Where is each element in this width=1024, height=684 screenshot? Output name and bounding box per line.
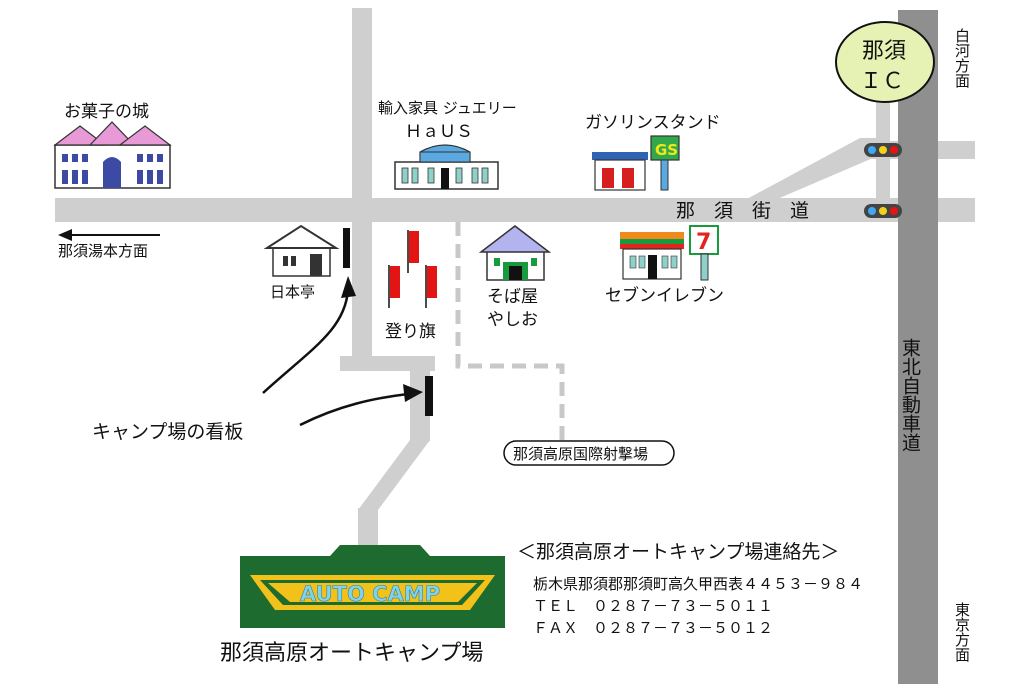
haus-label-line2: ＨａＵＳ xyxy=(405,122,473,142)
haus-label-line1: 輸入家具 ジュエリー xyxy=(378,99,517,117)
nasu-ic-marker xyxy=(835,21,935,103)
seven-eleven-store-icon xyxy=(620,225,719,281)
tohoku-expressway xyxy=(898,10,938,684)
seven-logo-text: 7 xyxy=(696,230,711,255)
nasu-ic-line2: ＩＣ xyxy=(860,69,904,94)
dashed-path-shageki xyxy=(455,222,565,445)
yumoto-arrow xyxy=(58,229,160,241)
tokyo-label: 東京方面 xyxy=(953,602,971,662)
nihontei-house-icon xyxy=(263,224,340,277)
okashi-castle-icon xyxy=(53,121,172,189)
north-road xyxy=(352,8,372,363)
nasu-kaido-label: 那 須 街 道 xyxy=(676,200,809,222)
soba-label-line1: そば屋 xyxy=(487,287,538,307)
tohoku-label: 東北自動車道 xyxy=(899,338,921,452)
yumoto-label: 那須湯本方面 xyxy=(58,242,148,260)
contact-fax: ＦＡＸ ０２８７－７３－５０１２ xyxy=(533,619,773,637)
nobori-label: 登り旗 xyxy=(385,322,436,342)
nasu-kaido-road xyxy=(55,198,975,222)
shageki-badge xyxy=(503,440,675,466)
haus-building-icon xyxy=(394,144,499,190)
shageki-label: 那須高原国際射撃場 xyxy=(513,445,648,463)
gas-station-icon xyxy=(592,135,680,191)
camp-name: 那須高原オートキャンプ場 xyxy=(220,641,483,666)
contact-address: 栃木県那須郡那須町高久甲西表４４５３－９８４ xyxy=(533,575,863,593)
camp-connector-road xyxy=(340,356,435,371)
camp-access-road-bend xyxy=(358,440,430,510)
camp-sign-marker xyxy=(425,376,433,416)
camp-access-road-end xyxy=(358,508,378,548)
auto-camp-text: AUTO CAMP xyxy=(300,582,440,606)
soba-house-icon xyxy=(478,225,552,281)
arrow-to-camp-sign xyxy=(299,392,409,427)
arrow-head-upper xyxy=(341,276,356,298)
gas-label: ガソリンスタンド xyxy=(585,113,721,133)
okashi-label: お菓子の城 xyxy=(64,102,149,122)
arrow-head-lower xyxy=(403,384,423,402)
contact-tel: ＴＥＬ ０２８７－７３－５０１１ xyxy=(533,597,773,615)
camp-sign-label: キャンプ場の看板 xyxy=(92,421,243,443)
nobori-flags-icon xyxy=(388,230,437,308)
contact-heading: ＜那須高原オートキャンプ場連絡先＞ xyxy=(517,541,839,563)
seven-label: セブンイレブン xyxy=(605,285,724,306)
traffic-light-upper-icon xyxy=(864,143,902,157)
nihontei-label: 日本亭 xyxy=(270,283,315,301)
nasu-ic: 那須 ＩＣ xyxy=(835,21,935,103)
traffic-light-lower-icon xyxy=(864,204,902,218)
nasu-ic-line1: 那須 xyxy=(862,39,906,64)
gs-sign-text: GS xyxy=(655,141,678,159)
nihontei-sign xyxy=(343,228,350,268)
shirakawa-label: 白河方面 xyxy=(953,28,971,88)
ic-diagonal-road xyxy=(745,138,880,200)
soba-label-line2: やしお xyxy=(487,310,538,330)
arrow-to-nihontei-sign xyxy=(262,289,350,394)
auto-camp-logo: AUTO CAMP xyxy=(240,545,505,628)
